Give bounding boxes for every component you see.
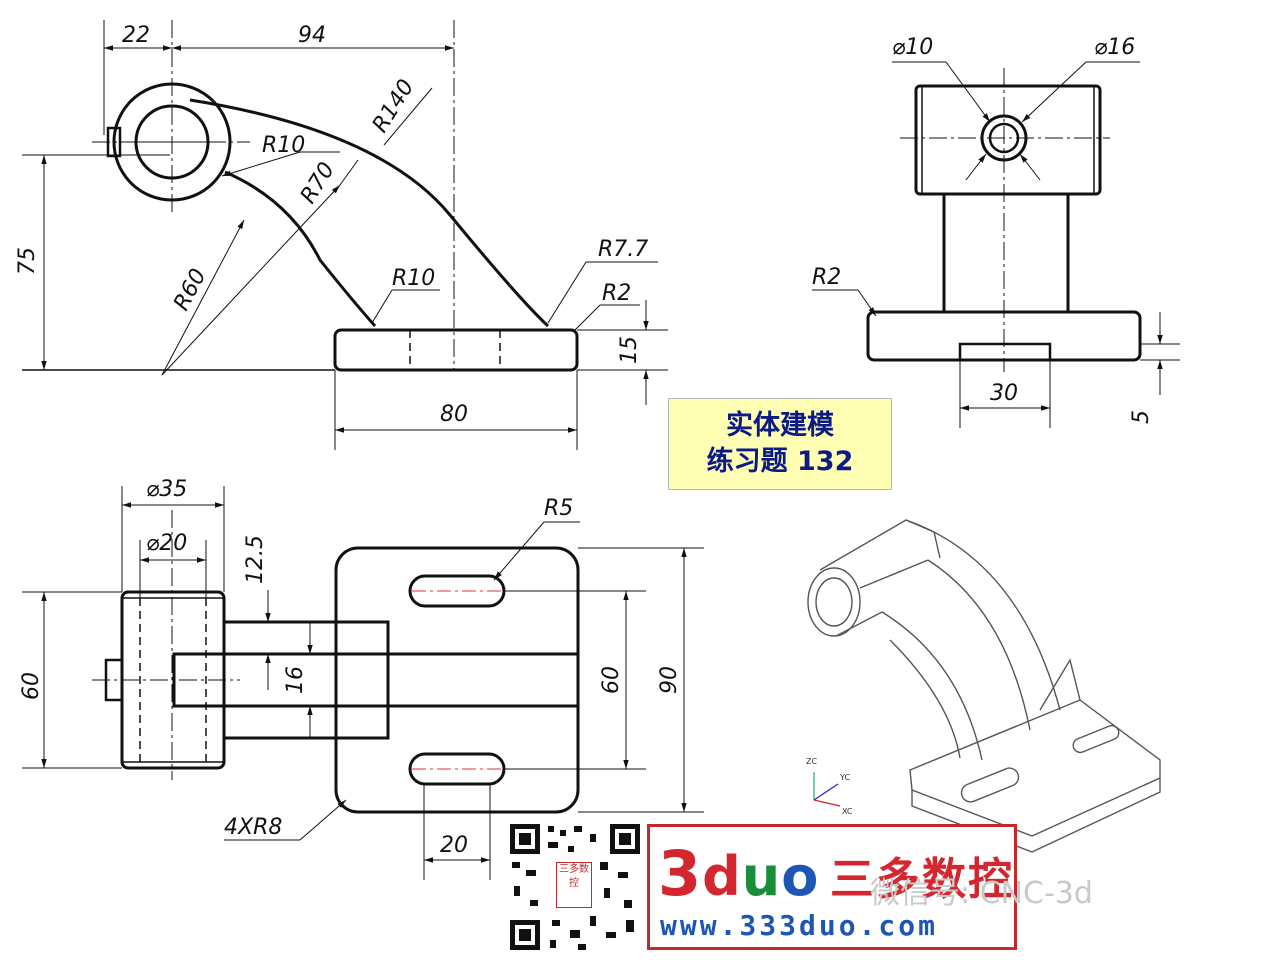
side-view xyxy=(812,61,1180,428)
dim-90: 90 xyxy=(657,666,682,694)
dim-r7-7: R7.7 xyxy=(598,237,648,262)
qr-stamp: 三多数控 xyxy=(556,862,592,908)
axis-labels: ZC YC XC xyxy=(806,757,853,816)
dim-phi10: ⌀10 xyxy=(892,35,933,60)
dim-r70: R70 xyxy=(296,158,340,208)
side-view-labels: ⌀10 ⌀16 R2 30 5 xyxy=(812,35,1154,424)
brand-wordmark: 3duo xyxy=(658,837,819,910)
brand-chinese-name: 三多数控 xyxy=(830,854,1014,905)
axis-triad xyxy=(813,772,841,807)
dim-12-5: 12.5 xyxy=(243,535,268,584)
dim-20: 20 xyxy=(440,833,468,858)
dim-22: 22 xyxy=(122,23,150,48)
dim-r10-boss: R10 xyxy=(262,133,305,158)
dim-r60: R60 xyxy=(169,265,211,315)
qr-code xyxy=(510,824,640,950)
axis-yc: YC xyxy=(839,773,850,782)
dim-4xr8: 4XR8 xyxy=(224,815,282,840)
dim-phi16: ⌀16 xyxy=(1094,35,1135,60)
exercise-title-line2: 练习题 132 xyxy=(706,446,854,477)
top-view-labels: ⌀35 ⌀20 12.5 R5 60 16 60 90 4XR8 20 xyxy=(19,477,682,858)
dim-r5: R5 xyxy=(544,496,573,521)
brand-char-3: 3 xyxy=(658,837,703,910)
dim-94: 94 xyxy=(298,23,326,48)
dim-60-left: 60 xyxy=(19,672,44,700)
top-view xyxy=(22,486,704,880)
brand-char-u: u xyxy=(741,845,782,908)
dim-60-right: 60 xyxy=(599,666,624,694)
axis-zc: ZC xyxy=(806,757,817,766)
isometric-view xyxy=(807,519,1161,853)
dim-75: 75 xyxy=(15,247,40,275)
brand-logo-box: 3duo 三多数控 www.333duo.com xyxy=(647,824,1017,950)
exercise-title-line1: 实体建模 xyxy=(726,410,834,441)
front-view xyxy=(22,20,668,450)
exercise-title-box: 实体建模 练习题 132 xyxy=(668,398,892,490)
dim-r10-base: R10 xyxy=(392,266,435,291)
dim-r140: R140 xyxy=(368,75,420,137)
dim-r2-side: R2 xyxy=(812,265,841,290)
dim-phi35: ⌀35 xyxy=(146,477,187,502)
dim-r2-front: R2 xyxy=(602,281,631,306)
dim-15: 15 xyxy=(617,336,642,364)
dim-5: 5 xyxy=(1129,410,1154,424)
axis-xc: XC xyxy=(842,807,853,816)
dim-30: 30 xyxy=(990,381,1018,406)
dim-16: 16 xyxy=(283,666,308,694)
brand-char-o: o xyxy=(781,845,820,908)
wechat-watermark: 微信号: CNC-3d xyxy=(870,876,1093,911)
front-view-labels: 22 94 R140 R10 R70 75 R60 R10 R7.7 R2 15… xyxy=(15,23,648,427)
brand-website: www.333duo.com xyxy=(660,909,939,942)
dim-80: 80 xyxy=(440,402,468,427)
dim-phi20: ⌀20 xyxy=(146,531,187,556)
brand-char-d: d xyxy=(702,845,742,908)
